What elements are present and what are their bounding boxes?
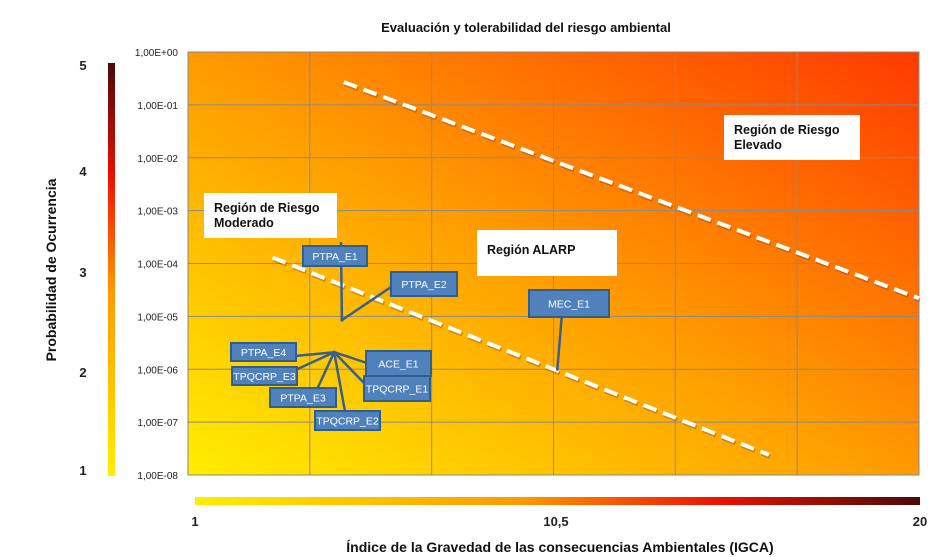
data-point-callout: TPQCRP_E3 bbox=[231, 366, 298, 386]
y-tick-label: 1,00E+00 bbox=[135, 48, 179, 59]
data-point-label: ACE_E1 bbox=[378, 359, 418, 371]
data-point bbox=[340, 318, 344, 322]
region-label-line1: Región de Riesgo bbox=[214, 201, 320, 215]
data-point-callout: PTPA_E1 bbox=[302, 245, 368, 267]
x-colorbar-label: 1 bbox=[191, 514, 198, 529]
y-tick-label: 1,00E-08 bbox=[137, 471, 178, 482]
y-colorbar-labels: 5 4 3 2 1 bbox=[79, 58, 87, 478]
leader-line bbox=[341, 283, 395, 322]
y-colorbar-label: 1 bbox=[79, 463, 86, 478]
leader-line bbox=[333, 351, 365, 384]
x-colorbar-label: 20 bbox=[913, 514, 927, 529]
data-point-callout: TPQCRP_E1 bbox=[363, 375, 431, 402]
region-label-line1: Región de Riesgo bbox=[734, 123, 840, 137]
data-point-label: MEC_E1 bbox=[548, 299, 590, 311]
data-point-callout: PTPA_E3 bbox=[269, 387, 337, 408]
y-tick-label: 1,00E-04 bbox=[137, 260, 178, 271]
y-axis-label: Probabilidad de Ocurrencia bbox=[43, 178, 59, 361]
y-tick-label: 1,00E-05 bbox=[137, 312, 178, 323]
callout-box bbox=[302, 245, 368, 267]
y-tick-labels: 1,00E+00 1,00E-01 1,00E-02 1,00E-03 1,00E-04… bbox=[135, 48, 179, 482]
y-tick-label: 1,00E-02 bbox=[137, 154, 178, 165]
leader-line bbox=[556, 312, 564, 370]
x-colorbar-labels: 1 10,5 20 bbox=[191, 514, 927, 529]
boundary-lines bbox=[271, 80, 921, 459]
region-box-bg bbox=[724, 115, 860, 160]
data-point bbox=[555, 367, 559, 371]
y-tick-label: 1,00E-01 bbox=[137, 101, 178, 112]
data-point-callout: MEC_E1 bbox=[528, 289, 610, 318]
callout-box bbox=[231, 366, 298, 386]
y-colorbar-label: 3 bbox=[79, 265, 86, 280]
leader-line bbox=[333, 351, 371, 366]
boundary-line-upper bbox=[343, 80, 920, 301]
data-point bbox=[332, 350, 336, 354]
data-point-callout: ACE_E1 bbox=[365, 350, 432, 377]
y-colorbar-label: 4 bbox=[79, 164, 87, 179]
y-colorbar-label: 2 bbox=[79, 365, 86, 380]
x-axis-label: Índice de la Gravedad de las consecuenci… bbox=[346, 539, 773, 555]
data-point-label: PTPA_E2 bbox=[401, 279, 446, 291]
callout-box bbox=[390, 271, 458, 297]
region-label-line1: Región ALARP bbox=[487, 243, 575, 257]
data-point-label: PTPA_E3 bbox=[280, 393, 325, 405]
callout-box bbox=[269, 387, 337, 408]
y-tick-label: 1,00E-03 bbox=[137, 207, 178, 218]
x-colorbar-label: 10,5 bbox=[543, 514, 568, 529]
callout-box bbox=[363, 375, 431, 402]
leader-line bbox=[294, 350, 335, 358]
data-point-label: PTPA_E4 bbox=[241, 347, 286, 359]
region-label-box: Región ALARP bbox=[477, 230, 617, 276]
region-label-line2: Moderado bbox=[214, 216, 274, 230]
region-box-bg bbox=[477, 230, 617, 276]
data-point-callout: PTPA_E2 bbox=[390, 271, 458, 297]
boundary-line-lower bbox=[271, 255, 770, 457]
data-point-callout: PTPA_E4 bbox=[230, 342, 297, 362]
y-colorbar bbox=[108, 63, 115, 476]
data-point-label: TPQCRP_E2 bbox=[316, 416, 379, 428]
callout-box bbox=[230, 342, 297, 362]
region-box-bg bbox=[204, 193, 337, 238]
callout-box bbox=[314, 410, 381, 431]
chart-title: Evaluación y tolerabilidad del riesgo am… bbox=[381, 20, 671, 35]
data-point-label: TPQCRP_E1 bbox=[366, 384, 429, 396]
callout-box bbox=[528, 289, 610, 318]
x-colorbar bbox=[195, 497, 920, 505]
data-point-label: TPQCRP_E3 bbox=[233, 371, 296, 383]
data-point-callout: TPQCRP_E2 bbox=[314, 410, 381, 431]
data-point-label: PTPA_E1 bbox=[312, 251, 357, 263]
region-label-line2: Elevado bbox=[734, 138, 782, 152]
y-tick-label: 1,00E-06 bbox=[137, 365, 178, 376]
y-colorbar-label: 5 bbox=[79, 58, 86, 73]
y-tick-label: 1,00E-07 bbox=[137, 418, 178, 429]
